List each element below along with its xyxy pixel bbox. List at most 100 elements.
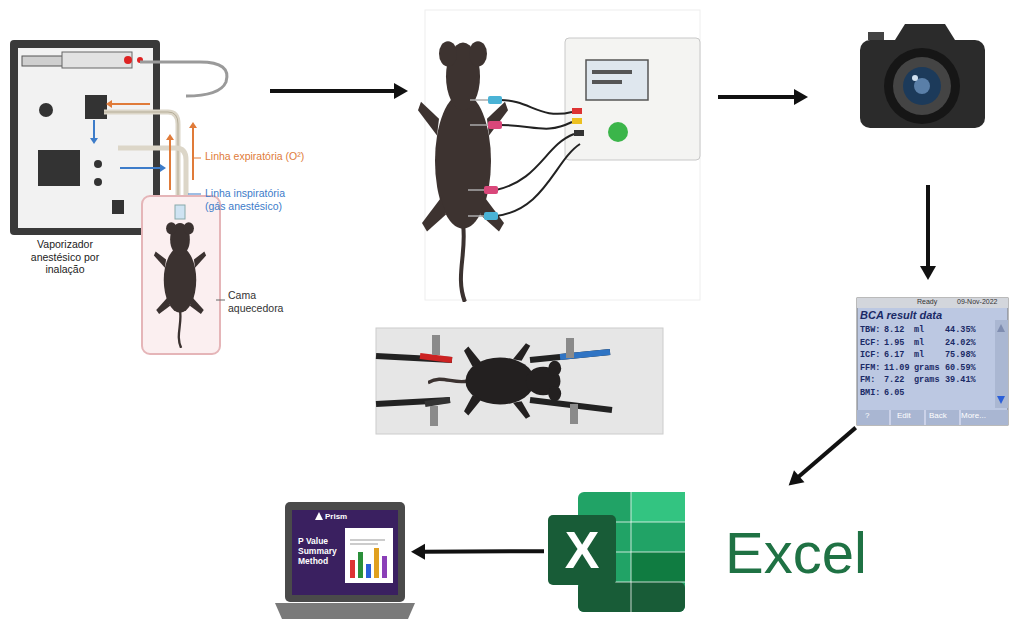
device-screen: [857, 298, 1008, 425]
gas-lines: [112, 103, 150, 105]
bioimpedance-setup: [468, 189, 484, 191]
node-text: 7.22: [884, 375, 914, 385]
node-text: grams: [914, 363, 945, 373]
electrode-photo: [430, 406, 438, 426]
electrode-photo: [376, 356, 452, 360]
node-text: Ready: [917, 298, 955, 306]
bioimpedance-setup: [418, 41, 508, 302]
flow-arrow: [394, 83, 408, 99]
camera-icon: [860, 40, 985, 128]
anesthesia-vaporizer: [140, 62, 227, 96]
electrode-photo: [376, 328, 663, 434]
electrode-photo: [566, 338, 574, 358]
bioimpedance-setup: [488, 121, 502, 129]
node-text: P Value Summary Method: [298, 536, 344, 567]
electrode-photo: [570, 404, 578, 424]
gas-lines: [90, 138, 98, 144]
node-text: ECF:: [860, 338, 884, 348]
heating-pad: [142, 196, 225, 354]
laptop-icon: [350, 560, 355, 578]
gas-lines: [160, 164, 166, 172]
camera-icon: [903, 67, 941, 105]
bioimpedance-setup: [496, 144, 580, 216]
flow-arrow: [794, 89, 808, 105]
node-text: 09-Nov-2022: [957, 298, 1007, 306]
bioimpedance-setup: [586, 60, 648, 100]
anesthesia-vaporizer: [39, 103, 53, 117]
device-screen: [925, 410, 926, 425]
node-text: 6.05: [884, 388, 914, 398]
bioimpedance-setup: [592, 70, 632, 74]
excel-node: XExcel: [548, 488, 878, 613]
bioimpedance-setup: [572, 108, 582, 114]
bioimpedance-setup: [500, 100, 572, 114]
gas-lines: [194, 158, 201, 159]
flow-arrow: [798, 428, 856, 478]
anesthesia-vaporizer: [94, 160, 102, 168]
laptop-icon: [345, 528, 393, 583]
node-text: Back: [929, 411, 959, 421]
electrode-photo: [420, 356, 452, 360]
flow-arrow: [920, 266, 936, 280]
gas-lines: [120, 167, 160, 169]
electrode-photo: [428, 343, 561, 419]
flow-arrow: [926, 185, 930, 268]
heating-pad: [175, 205, 185, 219]
bioimpedance-setup: [468, 215, 484, 217]
laptop-icon: [285, 502, 405, 602]
node-text: ml: [914, 325, 945, 335]
flow-arrow: [270, 89, 396, 93]
laptop-node: Prism P Value Summary Method: [283, 500, 407, 604]
electrode-photo: [376, 400, 450, 404]
laptop-icon: [382, 556, 387, 578]
laptop-icon: [275, 502, 415, 619]
excel-logo: [548, 492, 685, 612]
bioimpedance-setup: [470, 124, 488, 126]
laptop-icon: [275, 603, 415, 619]
node-text: ?: [865, 411, 879, 421]
node-text: grams: [914, 375, 945, 385]
laptop-icon: [350, 544, 378, 545]
node-text: FM:: [860, 375, 884, 385]
laptop-icon: [315, 512, 323, 520]
laptop-icon: [292, 510, 398, 595]
bioimpedance-setup: [572, 118, 582, 124]
electrode-photo: [432, 335, 440, 355]
gas-lines: [169, 140, 171, 190]
node-text: Prism: [325, 512, 365, 522]
node-text: BMI:: [860, 388, 884, 398]
bioimpedance-setup: [484, 186, 498, 194]
node-text: X: [548, 515, 616, 585]
gas-lines: [189, 122, 197, 128]
laptop-icon: [350, 540, 385, 541]
anesthesia-vaporizer: [124, 56, 132, 64]
node-text: 6.17: [884, 350, 914, 360]
anesthesia-vaporizer: [94, 178, 102, 186]
device-screen: [997, 324, 1005, 332]
node-text: Linha inspiratória (gás anestésico): [205, 187, 305, 212]
heating-pad: [142, 196, 220, 354]
node-text: BCA result data: [860, 309, 970, 322]
node-text: More...: [961, 411, 1003, 421]
device-screen: [857, 298, 1008, 425]
camera-icon: [893, 57, 951, 115]
gas-lines: [188, 194, 201, 195]
node-text: ml: [914, 350, 945, 360]
gas-lines: [192, 128, 194, 180]
device-screen: [960, 410, 961, 425]
electrode-photo: [428, 343, 561, 419]
device-screen: [997, 396, 1005, 404]
electrode-photo: [425, 400, 450, 404]
bioimpedance-setup: [470, 99, 488, 101]
gas-lines: [106, 100, 112, 108]
device-screen: [995, 320, 1008, 408]
gas-lines: [93, 120, 95, 138]
node-text: Cama aquecedora: [228, 289, 298, 314]
camera-icon: [860, 24, 985, 128]
camera-icon: [884, 48, 960, 124]
flow-arrow: [789, 470, 805, 485]
node-text: ICF:: [860, 350, 884, 360]
anesthesia-vaporizer: [62, 52, 132, 68]
bioimpedance-setup: [484, 212, 498, 220]
